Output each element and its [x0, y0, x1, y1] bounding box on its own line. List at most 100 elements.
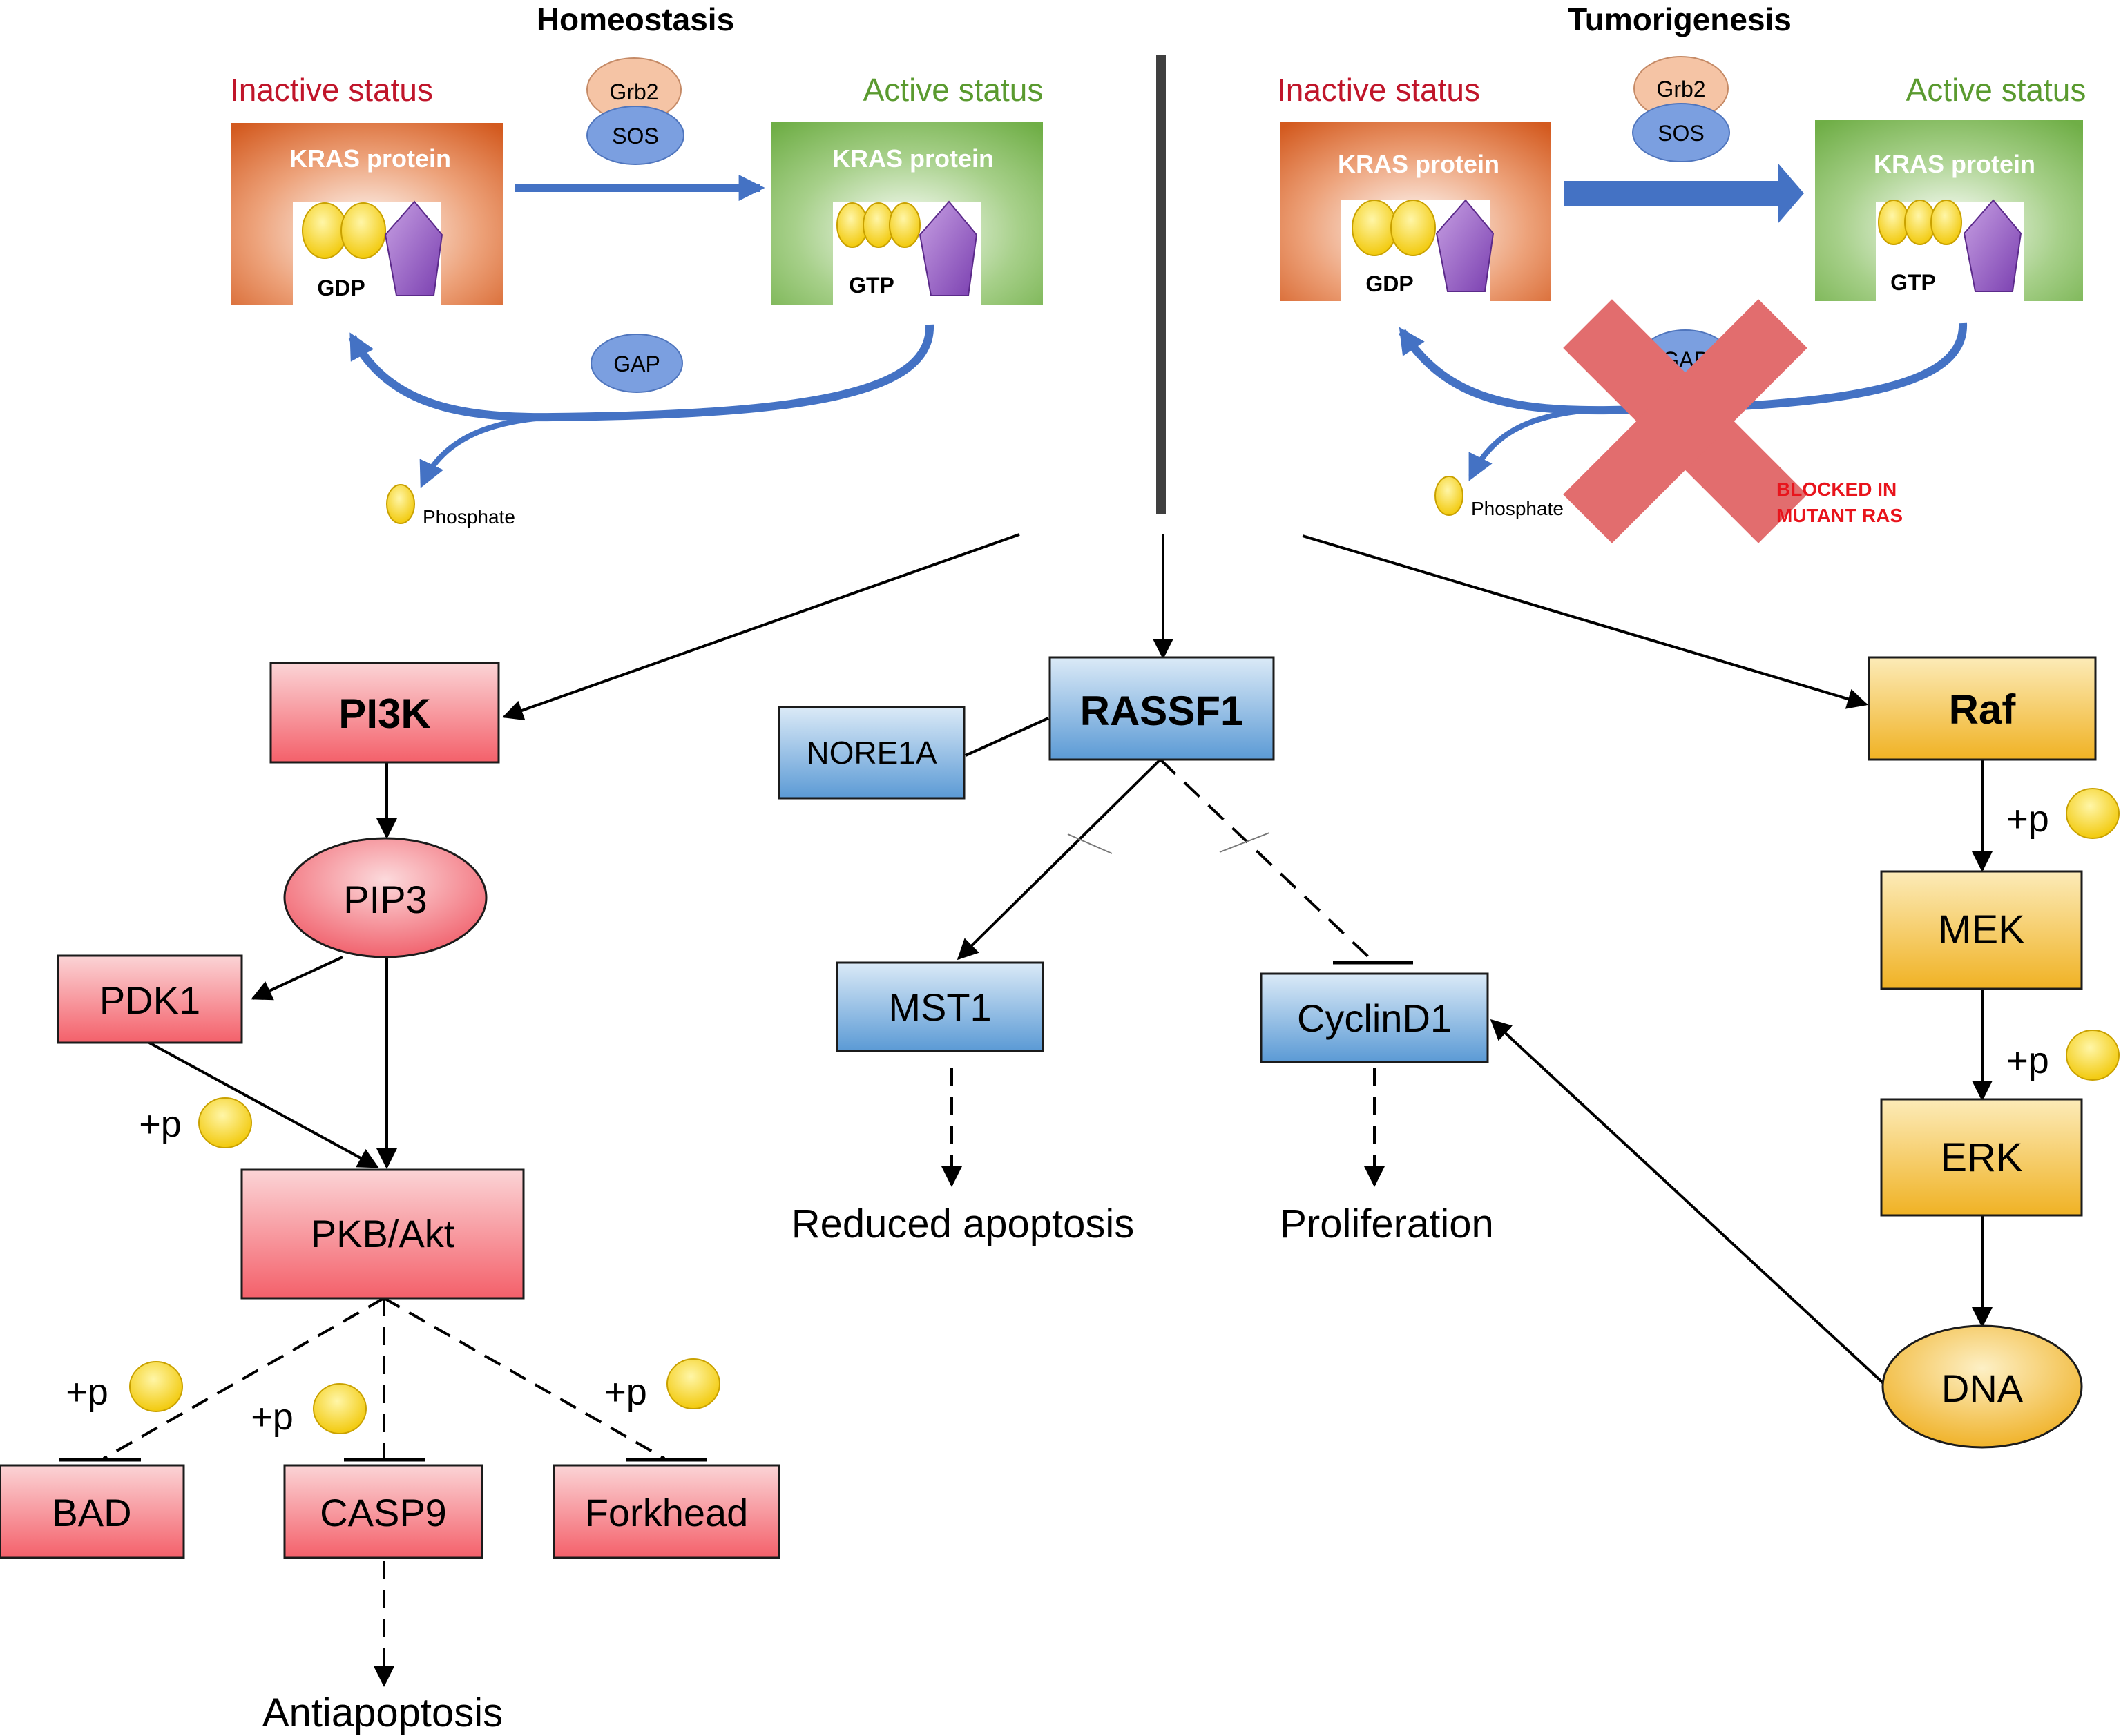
branch-tick-mark [1219, 832, 1270, 853]
gtp-phosphate-ball [1930, 200, 1962, 245]
tumorigenesis-sos-icon [1632, 103, 1730, 162]
forkhead-node [553, 1464, 780, 1559]
tumorigenesis-inactive-protein-label: KRAS protein [1338, 150, 1499, 178]
kras-pentagon-icon [384, 200, 443, 296]
phosphate-ball-icon [313, 1383, 367, 1434]
dna-node [1881, 1324, 2083, 1449]
tumorigenesis-gdp-label: GDP [1365, 271, 1413, 296]
cyclind1-node [1260, 972, 1489, 1063]
akt-label: PKB/Akt [311, 1212, 455, 1255]
casp9-phosphorylation-label: +p [251, 1396, 294, 1438]
mek-label: MEK [1938, 907, 2025, 952]
rassf-pathway: RASSF1 NORE1A MST1 CyclinD1 Reduced apop… [778, 656, 1887, 1387]
branch-arrows [502, 533, 1868, 721]
homeostasis-gdp-label: GDP [317, 276, 365, 300]
homeostasis-sos-label: SOS [612, 124, 659, 148]
homeostasis-panel: Homeostasis Inactive status Active statu… [230, 1, 1043, 528]
akt-inhibits-bad [103, 1297, 385, 1460]
homeostasis-inactive-protein-label: KRAS protein [289, 144, 451, 173]
homeostasis-hydrolysis-arrow [348, 324, 934, 422]
bad-node [0, 1464, 185, 1559]
casp9-node [283, 1464, 483, 1559]
kras-pentagon-icon [919, 200, 978, 296]
mek-node [1880, 870, 2083, 990]
phosphate-ball-icon [198, 1097, 252, 1148]
arrow-to-raf [1302, 534, 1868, 709]
bad-phosphorylation-label: +p [66, 1371, 108, 1413]
tumorigenesis-activation-arrow [1564, 163, 1804, 224]
reduced-apoptosis-label: Reduced apoptosis [791, 1202, 1135, 1246]
mst1-node [836, 961, 1044, 1052]
cyclind1-label: CyclinD1 [1297, 996, 1452, 1040]
akt-node [240, 1168, 525, 1300]
tumorigenesis-title: Tumorigenesis [1568, 1, 1792, 37]
homeostasis-active-protein-label: KRAS protein [832, 144, 994, 173]
tumorigenesis-panel: Tumorigenesis Inactive status Active sta… [1277, 1, 2086, 543]
tumorigenesis-phosphate-arrow [1468, 407, 1589, 481]
homeostasis-inactive-kras: KRAS protein GDP [231, 123, 503, 305]
phosphate-ball-icon [666, 1358, 720, 1409]
tumorigenesis-grb2-label: Grb2 [1656, 77, 1705, 102]
tumorigenesis-active-label: Active status [1906, 72, 2086, 108]
homeostasis-phosphate-label: Phosphate [423, 506, 515, 528]
pip3-label: PIP3 [343, 878, 427, 921]
homeostasis-gap-label: GAP [613, 351, 660, 376]
mst1-label: MST1 [888, 985, 991, 1029]
bad-label: BAD [52, 1491, 131, 1534]
forkhead-label: Forkhead [585, 1491, 749, 1534]
rassf1-node [1048, 656, 1275, 761]
rassf1-label: RASSF1 [1080, 688, 1244, 734]
raf-pathway: Raf +p MEK +p ERK DNA [1868, 656, 2120, 1449]
raf-node [1868, 656, 2097, 761]
homeostasis-gap-icon [591, 334, 683, 393]
phosphate-ball-icon [129, 1361, 183, 1412]
pdk1-node [57, 954, 243, 1044]
pi3k-pathway: PI3K PIP3 PDK1 +p PKB/Akt +p +p +p BAD C… [0, 662, 780, 1735]
raf-label: Raf [1949, 686, 2017, 733]
erk-label: ERK [1940, 1135, 2023, 1180]
homeostasis-phosphate-ball-icon [386, 484, 415, 524]
nore1a-label: NORE1A [806, 735, 937, 771]
kras-pentagon-icon [1435, 199, 1495, 292]
gtp-phosphate-ball [889, 202, 921, 248]
pi3k-label: PI3K [338, 691, 430, 737]
homeostasis-grb2-label: Grb2 [609, 79, 658, 104]
tumorigenesis-sos-label: SOS [1658, 121, 1705, 146]
homeostasis-inactive-label: Inactive status [230, 72, 433, 108]
phosphate-ball-icon [2066, 788, 2120, 839]
blocked-x-icon [1563, 299, 1807, 543]
antiapoptosis-label: Antiapoptosis [262, 1690, 503, 1735]
center-divider [1156, 55, 1166, 514]
tumorigenesis-gtp-label: GTP [1890, 270, 1936, 295]
tumorigenesis-phosphate-label: Phosphate [1471, 498, 1564, 519]
erk-node [1880, 1098, 2083, 1217]
gdp-phosphate-ball [302, 202, 347, 259]
homeostasis-sos-icon [586, 106, 684, 165]
rassf1-inhibits-cyclind1 [1159, 758, 1374, 963]
pdk1-to-akt [148, 1041, 379, 1168]
nore1a-node [778, 706, 966, 800]
phosphate-ball-icon [2066, 1030, 2120, 1081]
homeostasis-title: Homeostasis [537, 1, 734, 37]
tumorigenesis-phosphate-ball-icon [1434, 476, 1463, 516]
rassf1-to-mst1 [957, 758, 1162, 961]
gdp-phosphate-ball [1390, 200, 1436, 256]
branch-tick-mark [1067, 833, 1113, 854]
blocked-label-line2: MUTANT RAS [1776, 505, 1903, 526]
arrow-to-pi3k [502, 533, 1020, 721]
forkhead-phosphorylation-label: +p [604, 1371, 647, 1413]
homeostasis-gtp-label: GTP [849, 273, 894, 298]
dna-label: DNA [1941, 1367, 2024, 1410]
dna-to-cyclind1 [1490, 1019, 1887, 1387]
homeostasis-active-kras: KRAS protein GTP [771, 122, 1043, 305]
homeostasis-active-label: Active status [863, 72, 1044, 108]
pip3-node [283, 837, 488, 958]
tumorigenesis-inactive-label: Inactive status [1277, 72, 1480, 108]
pdk1-phosphorylation-label: +p [139, 1103, 182, 1145]
rassf1-nore1a-link [965, 717, 1049, 757]
mek-phosphorylation-label: +p [2006, 798, 2049, 840]
homeostasis-phosphate-arrow [419, 414, 553, 488]
pdk1-label: PDK1 [99, 978, 200, 1022]
akt-inhibits-forkhead [383, 1297, 665, 1460]
